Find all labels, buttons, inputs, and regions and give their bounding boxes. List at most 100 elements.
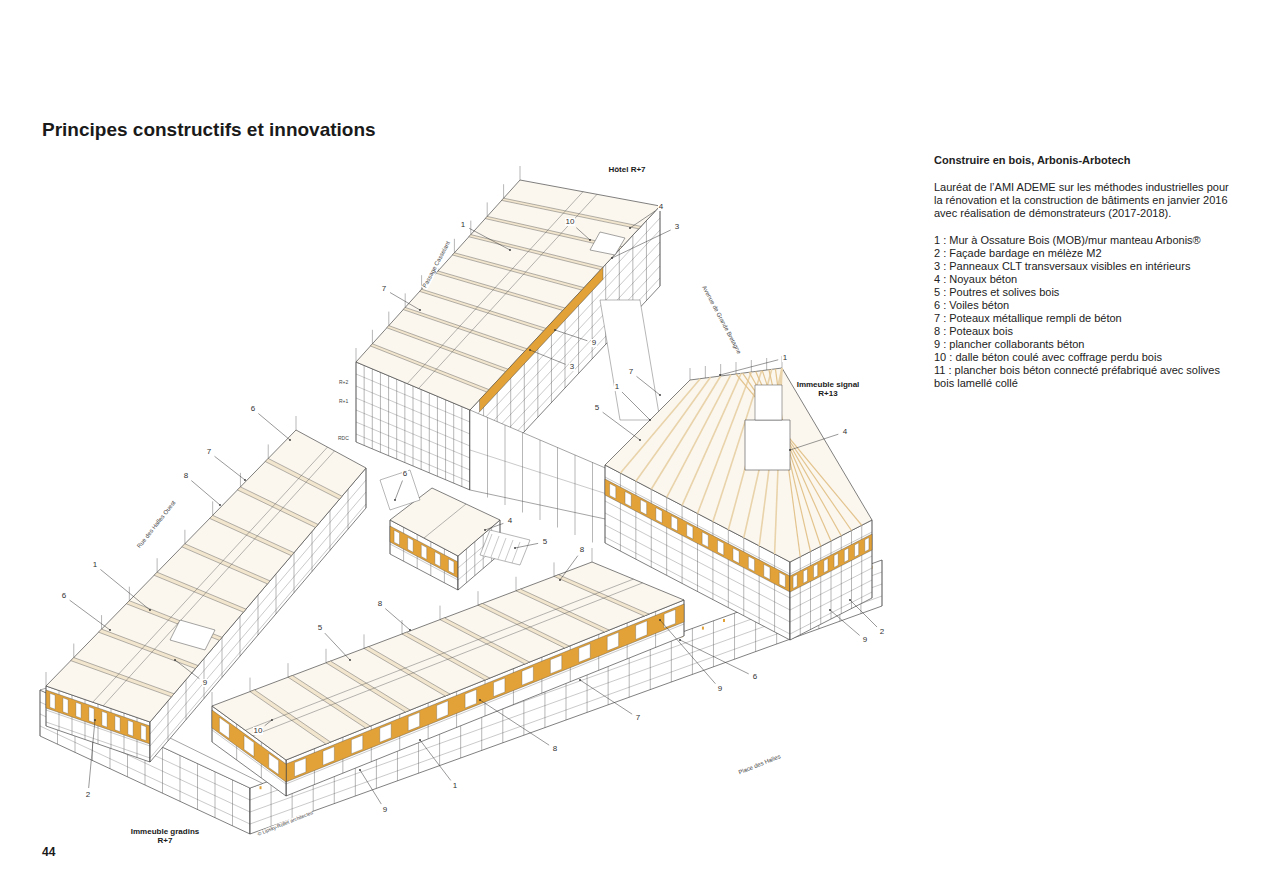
facade-post (713, 621, 714, 667)
legend-line: 7 : Poteaux métallique rempli de béton (934, 312, 1234, 325)
leader-line (420, 740, 451, 780)
clt-panel (554, 575, 649, 616)
floor-line (790, 556, 872, 598)
column-mast (478, 591, 479, 605)
window (636, 621, 647, 640)
leader-dot (509, 249, 511, 251)
window (748, 556, 754, 571)
leader-dot (409, 629, 411, 631)
leader-line (555, 330, 587, 341)
column-mast (736, 362, 737, 374)
window (437, 701, 448, 720)
leader-line (720, 360, 778, 375)
window (76, 702, 81, 718)
facade-post (197, 764, 198, 810)
facade-post (650, 644, 651, 690)
timber-joist (667, 375, 731, 498)
floor-line (790, 568, 872, 610)
stair (380, 470, 420, 510)
corridor-line (93, 447, 328, 702)
column-mast (690, 368, 691, 380)
leader-line (560, 556, 578, 580)
window (607, 632, 618, 651)
callout-number: 9 (862, 636, 868, 644)
cladding-mark (702, 627, 704, 630)
leader-dot (419, 309, 421, 311)
callout-number: 8 (579, 546, 585, 554)
facade-post (232, 780, 233, 826)
column-mast (356, 348, 357, 362)
clt-panel (182, 544, 270, 584)
facade-post (168, 701, 169, 741)
leader-dot (484, 529, 486, 531)
window (141, 725, 146, 741)
column-mast (372, 330, 373, 344)
clt-panel (265, 458, 342, 499)
column-mast (766, 358, 767, 370)
concrete-core (590, 232, 625, 255)
clt-panel (403, 307, 527, 351)
facade-post (522, 433, 523, 513)
leader-line (790, 434, 838, 450)
facade-post (250, 788, 251, 834)
window (448, 559, 453, 574)
callout-number: 7 (381, 285, 387, 293)
corridor-line (245, 579, 633, 730)
leader-line (603, 412, 640, 440)
window (865, 538, 869, 552)
canopy (600, 300, 660, 420)
facade-post (150, 722, 151, 762)
corridor-line (407, 192, 583, 384)
column-mast (212, 501, 213, 515)
window (102, 711, 107, 727)
window (465, 689, 476, 708)
column-mast (101, 615, 102, 629)
street-name: Avenue de Grande Bretagne (700, 284, 743, 356)
legend-line: 2 : Façade bardage en mélèze M2 (934, 247, 1234, 260)
stair-step (512, 542, 520, 563)
facade-post (258, 595, 259, 635)
window (779, 572, 785, 587)
callout-number: 5 (594, 404, 600, 412)
window (408, 537, 413, 552)
callout-number: 9 (382, 806, 388, 814)
leader-line (175, 660, 199, 679)
legend-line: 6 : Voiles béton (934, 299, 1234, 312)
callout-number: 8 (377, 600, 383, 608)
clt-panel (71, 658, 174, 697)
leader-line (612, 230, 671, 258)
clt-panel (364, 647, 450, 696)
window (394, 530, 399, 545)
partition (424, 504, 466, 538)
leader-line (480, 700, 549, 745)
floor-line (46, 722, 150, 758)
floor-line (356, 434, 470, 482)
window (702, 532, 708, 547)
leader-dot (289, 439, 291, 441)
window (494, 678, 505, 697)
description-text: Lauréat de l’AMI ADEME sur les méthodes … (934, 181, 1234, 220)
leader-dot (659, 619, 661, 621)
facade-post (734, 613, 735, 659)
leader-dot (659, 394, 661, 396)
leader-dot (679, 639, 681, 641)
leader-line (258, 413, 290, 440)
leader-line (636, 376, 660, 395)
clt-panel (387, 326, 508, 372)
column-mast (326, 649, 327, 663)
window (89, 707, 94, 723)
leader-line (390, 293, 420, 310)
window (295, 758, 306, 777)
column-mast (388, 312, 389, 326)
leader-line (325, 633, 350, 660)
facade-post (222, 637, 223, 677)
leader-dot (479, 699, 481, 701)
column-mast (751, 360, 752, 372)
street-name: Rue des Halles Ouest (135, 499, 178, 551)
leader-line (576, 228, 590, 240)
timber-beam (736, 374, 862, 525)
facade-post (186, 680, 187, 720)
facade-post (671, 636, 672, 682)
column-mast (454, 239, 455, 253)
leader-dot (789, 449, 791, 451)
